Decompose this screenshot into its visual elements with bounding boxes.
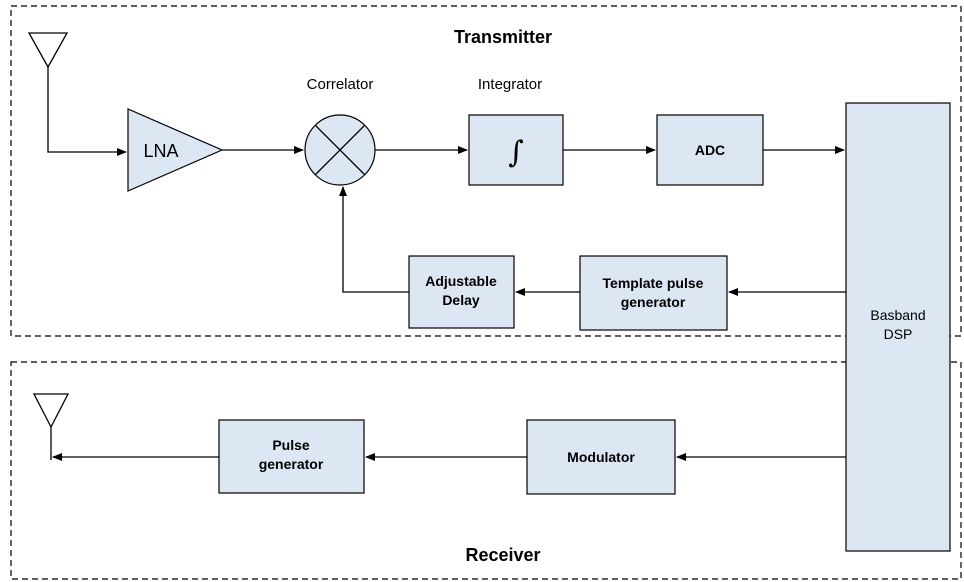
integrator-caption: Integrator	[478, 76, 542, 93]
adjustable-delay-block	[408, 255, 515, 329]
integral-icon: ∫	[508, 135, 524, 170]
pulse-generator-label-line2: generator	[259, 456, 324, 472]
correlator-caption: Correlator	[307, 76, 374, 93]
baseband-dsp-block	[845, 102, 951, 552]
transmitter-frame	[10, 5, 962, 337]
pulse-generator-label-line1: Pulse	[272, 437, 310, 453]
template-pulse-generator-block	[579, 255, 728, 331]
delay-label-line2: Delay	[442, 292, 480, 308]
pulse-generator-block	[218, 419, 365, 494]
template-label-line2: generator	[621, 294, 686, 310]
dsp-label-line2: DSP	[884, 326, 913, 342]
template-label-line1: Template pulse	[603, 275, 704, 291]
transmitter-title: Transmitter	[454, 27, 552, 47]
modulator-label: Modulator	[567, 449, 635, 465]
receiver-antenna-icon	[32, 393, 70, 460]
dsp-label-line1: Basband	[870, 307, 925, 323]
wire-antenna-to-lna	[47, 75, 127, 156]
lna-label: LNA	[143, 141, 178, 161]
transmitter-antenna-icon	[27, 32, 69, 75]
wire-delay-to-correlator	[339, 186, 409, 293]
receiver-frame	[10, 361, 962, 580]
lna-block: LNA	[127, 108, 224, 192]
receiver-title: Receiver	[465, 545, 540, 565]
correlator-mixer-icon	[304, 114, 376, 186]
delay-label-line1: Adjustable	[425, 273, 497, 289]
adc-block	[656, 114, 764, 186]
integrator-block	[468, 114, 564, 186]
adc-label: ADC	[695, 142, 725, 158]
